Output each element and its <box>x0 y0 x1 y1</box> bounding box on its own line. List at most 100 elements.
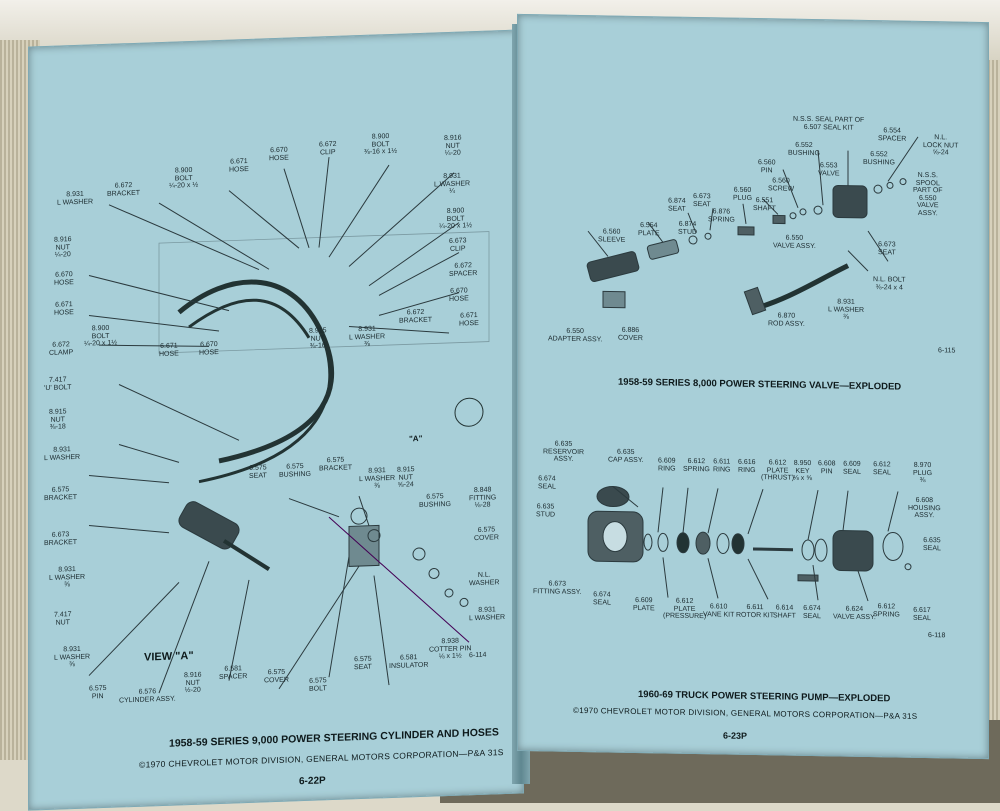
part-label: 6.611 RING <box>713 458 731 474</box>
part-label: 6.575 COVER <box>474 526 499 542</box>
part-label: 8.931 L WASHER <box>44 446 81 462</box>
part-label: N.L. BOLT ⅜-24 x 4 <box>873 276 906 292</box>
part-label: 6.674 SEAL <box>538 475 556 491</box>
part-label: 6.673 SEAT <box>878 241 896 256</box>
part-label: 6.575 COVER <box>264 668 289 684</box>
part-label: 6.554 PLATE <box>638 222 660 237</box>
part-label: 6.670 HOSE <box>54 271 74 287</box>
part-label: 6.612 PLATE (PRESSURE) <box>663 597 707 621</box>
part-label: 6.612 PLATE (THRUST) <box>761 459 795 482</box>
part-label: 8.900 BOLT ¼-20 x 1½ <box>84 324 118 348</box>
part-label: 6.874 STUD <box>678 220 698 236</box>
part-label: 6.672 BRACKET <box>107 182 141 198</box>
right-page: N.S.S. SEAL PART OF 6.507 SEAL KIT 6.554… <box>517 13 989 760</box>
part-label: 8.931 L WASHER <box>57 190 94 207</box>
detail-label: "A" <box>409 433 423 444</box>
left-page: 8.931 L WASHER 6.672 BRACKET 8.900 BOLT … <box>28 29 524 811</box>
part-label: 8.900 BOLT ¼-20 x ½ <box>169 166 199 190</box>
part-label: 8.900 BOLT ⅜-16 x 1½ <box>364 133 398 156</box>
part-label: 6.670 HOSE <box>269 146 289 162</box>
part-label: 6.616 RING <box>738 458 756 474</box>
part-label: 6.560 SLEEVE <box>598 228 626 244</box>
part-label: 6.560 PIN <box>758 159 776 174</box>
part-label: 6.674 SEAL <box>803 604 821 620</box>
page-number: 6-22P <box>299 775 326 788</box>
part-label: 8.931 L WASHER ⅜ <box>54 645 91 669</box>
part-label: 8.848 FITTING ⅛-28 <box>469 486 497 510</box>
part-label: 6.876 SPRING <box>708 208 735 224</box>
part-label: 6.670 HOSE <box>199 341 219 357</box>
part-label: 8.931 L WASHER ⅜ <box>49 565 86 589</box>
part-label: 6.581 INSULATOR <box>389 654 429 670</box>
part-label: 6.552 BUSHING <box>863 151 895 166</box>
part-label: 6.611 ROTOR KIT <box>736 603 774 619</box>
part-label: 8.931 L WASHER ¼ <box>434 172 471 195</box>
part-label: 6.635 CAP ASSY. <box>608 448 644 464</box>
part-label: 6.575 BRACKET <box>44 486 78 502</box>
part-label: 6.635 STUD <box>536 503 556 519</box>
part-label: 6.552 BUSHING <box>788 141 820 157</box>
part-label: 8.900 BOLT ¼-20 x 1½ <box>439 207 473 231</box>
part-label: 6.575 BUSHING <box>279 463 311 479</box>
part-label: 8.931 L WASHER <box>469 606 506 622</box>
part-label: 6.576 CYLINDER ASSY. <box>119 688 176 704</box>
figure-number: 6-118 <box>928 632 946 640</box>
part-label: 8.916 NUT ¼-20 <box>54 236 72 259</box>
valve-and-pump-diagram <box>586 136 919 602</box>
part-label: 6.560 PLUG <box>733 186 753 202</box>
part-label: 6.575 BRACKET <box>319 456 353 472</box>
part-label: 6.886 COVER <box>618 326 643 342</box>
part-label: 6.581 SPACER <box>219 665 248 681</box>
part-label: N.L. WASHER <box>469 571 500 587</box>
part-label: 8.931 L WASHER ⅜ <box>828 298 865 321</box>
part-label: 6.617 SEAL <box>913 606 931 622</box>
part-label: 8.915 NUT ⅜-18 <box>49 408 67 431</box>
part-label: 6.560 SCREW <box>768 177 795 193</box>
part-label: 6.608 HOUSING ASSY. <box>908 496 941 520</box>
part-label: 6.612 SPRING <box>873 603 900 619</box>
part-label: 8.916 NUT ¼-20 <box>444 134 462 158</box>
part-label: 6.550 VALVE ASSY. <box>773 234 816 250</box>
part-label: 6.554 SPACER <box>878 127 907 143</box>
part-label: 8.931 L WASHER ⅜ <box>349 325 386 348</box>
figure-number: 6-115 <box>938 347 956 355</box>
part-label: 6.672 SPACER <box>449 262 478 278</box>
part-label: 6.671 HOSE <box>459 311 479 328</box>
part-label: 6.635 RESERVOIR ASSY. <box>543 440 585 463</box>
part-label: 6.575 PIN <box>89 684 107 700</box>
part-label: 6.550 ADAPTER ASSY. <box>548 327 603 343</box>
part-label: 6.671 HOSE <box>54 301 74 317</box>
part-label: 6.612 SPRING <box>683 457 710 473</box>
part-label: 6.672 CLIP <box>319 140 337 156</box>
part-label: 6.673 FITTING ASSY. <box>533 580 582 596</box>
part-label: 8.915 NUT ⅝-24 <box>397 466 415 489</box>
part-label: N.S.S. SPOOL PART OF 6.550 VALVE ASSY. <box>913 171 943 217</box>
part-label: 6.672 BRACKET <box>399 308 433 325</box>
part-label: 8.931 L WASHER ⅜ <box>359 467 396 490</box>
part-label: 6.674 SEAL <box>593 591 611 607</box>
part-label: 6.609 PLATE <box>633 596 655 612</box>
part-label: 7.417 NUT <box>54 611 72 627</box>
part-label: 6.870 ROD ASSY. <box>768 312 805 328</box>
part-label: 6.670 HOSE <box>449 287 469 303</box>
part-label: N.L. LOCK NUT ⅝-24 <box>923 134 959 157</box>
part-label: 6.673 CLIP <box>449 237 467 253</box>
cylinder-hose-diagram <box>88 157 490 694</box>
part-label: 6.671 HOSE <box>229 157 249 174</box>
part-label: 6.624 VALVE ASSY. <box>833 605 876 621</box>
part-label: 6.575 BOLT <box>309 677 327 693</box>
page-number: 6-23P <box>723 730 748 741</box>
part-label: 6.671 HOSE <box>159 342 179 358</box>
part-label: 8.938 COTTER PIN ⅛ x 1½ <box>429 637 472 661</box>
part-label: 6.673 BRACKET <box>44 531 78 547</box>
part-label: 6.612 SEAL <box>873 461 891 476</box>
part-label: 6.575 SEAT <box>249 464 267 480</box>
part-label: 8.970 PLUG ⅜ <box>913 461 933 485</box>
part-label: 8.950 KEY ⅛ x ⅝ <box>793 459 813 483</box>
view-label: VIEW "A" <box>144 649 194 664</box>
part-label: 8.915 NUT ⅜-16 <box>309 327 327 350</box>
part-label: 6.609 SEAL <box>843 460 861 476</box>
part-label: 6.874 SEAT <box>668 197 686 213</box>
part-label: 6.553 VALVE <box>818 162 840 178</box>
part-label: 6.609 RING <box>658 457 676 473</box>
